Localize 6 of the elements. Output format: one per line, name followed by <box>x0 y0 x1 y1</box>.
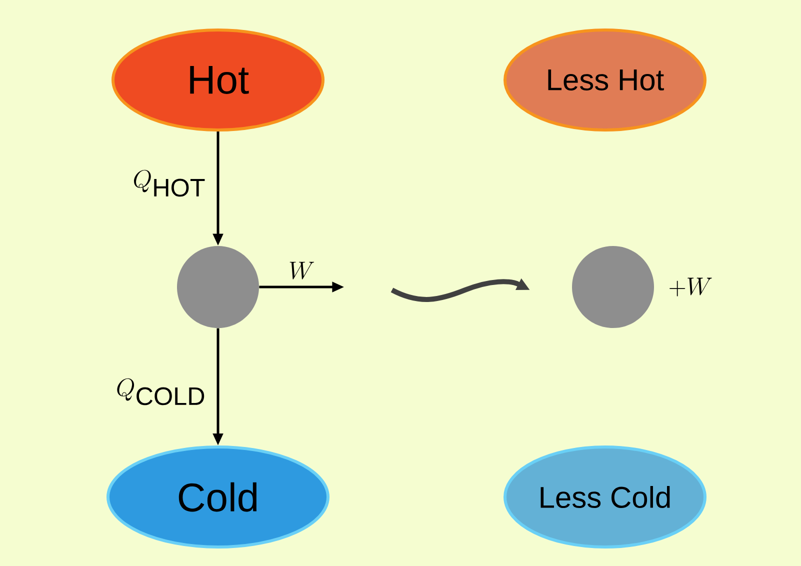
edge-label: $Q_{\mathrm{HOT}}$ <box>134 170 205 197</box>
edge-label: $W$ <box>290 262 314 280</box>
particle-circle <box>177 246 259 328</box>
beside-label: $+W$ <box>670 278 712 296</box>
edge-label: $Q_{\mathrm{COLD}}$ <box>117 378 204 406</box>
particle-circle <box>572 246 654 328</box>
